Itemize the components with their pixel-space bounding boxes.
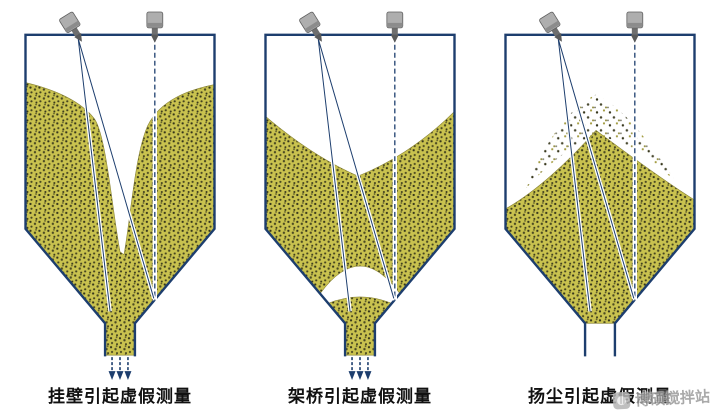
silo-panel-dust: 扬尘引起虚假测量 <box>480 5 720 417</box>
caption-dust: 扬尘引起虚假测量 <box>528 387 672 406</box>
outflow-arrows <box>348 357 372 381</box>
material-fill-wall-buildup <box>25 82 215 356</box>
level-sensor-icon <box>626 11 644 44</box>
level-sensor-icon <box>386 11 404 44</box>
level-sensor-icon <box>146 11 164 44</box>
material-fill-bridging-neck <box>327 296 393 356</box>
caption-wall-buildup: 挂壁引起虚假测量 <box>48 387 192 406</box>
material-fill-dust-heap <box>505 129 695 324</box>
radar-beam-cone <box>316 38 396 312</box>
silo-outline <box>24 33 216 357</box>
silo-diagram-bridging <box>264 10 456 381</box>
radar-sensor-icon <box>58 10 90 47</box>
silo-diagram-wall-buildup <box>24 10 216 381</box>
caption-bridging: 架桥引起虚假测量 <box>288 387 432 406</box>
silo-outline <box>264 33 456 357</box>
dust-cloud <box>526 94 678 189</box>
outflow-arrows <box>108 357 132 381</box>
radar-beam-cone <box>76 38 156 312</box>
material-fill-bridging-upper <box>265 110 455 294</box>
radar-sensor-icon <box>538 10 570 47</box>
watermark-logo-icon <box>612 391 631 410</box>
watermark-text: 博硕搅拌站 <box>634 388 711 410</box>
silo-panel-bridging: 架桥引起虚假测量 <box>240 5 480 417</box>
radar-beam-cone <box>556 38 636 312</box>
silo-panel-wall-buildup: 挂壁引起虚假测量 <box>0 5 240 417</box>
silo-diagram-dust <box>504 10 696 357</box>
radar-sensor-icon <box>298 10 330 47</box>
silo-outline <box>504 33 696 357</box>
